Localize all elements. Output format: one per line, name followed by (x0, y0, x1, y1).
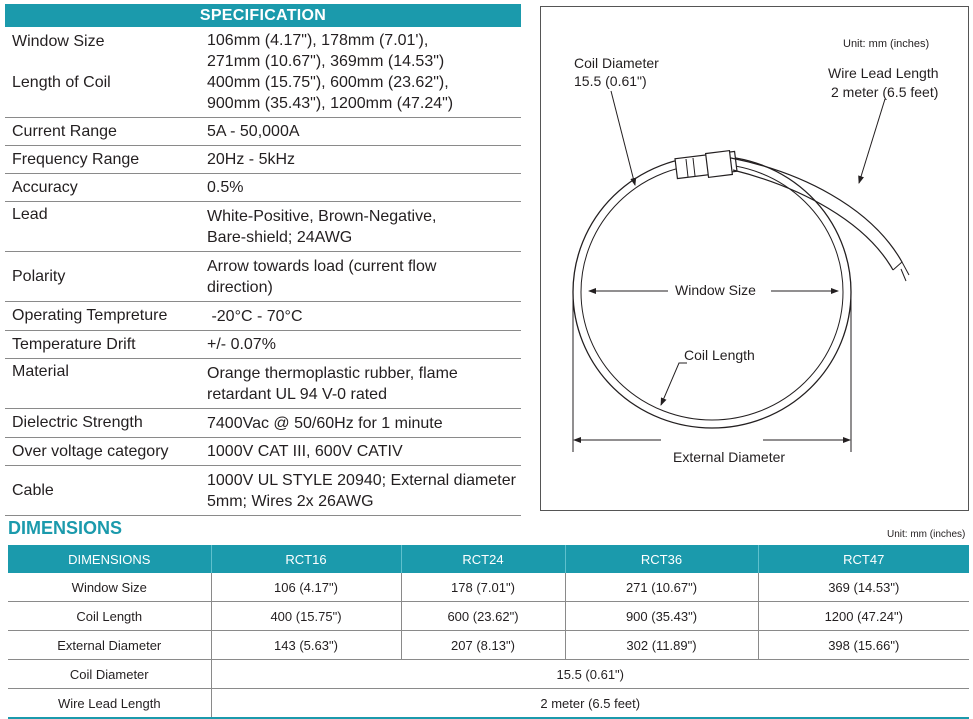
spec-value: +/- 0.07% (207, 336, 276, 353)
cell-spanning: 2 meter (6.5 feet) (210, 688, 969, 719)
cell: 207 (8.13") (400, 630, 565, 660)
cell: 900 (35.43") (564, 601, 758, 631)
header-cell: RCT24 (400, 545, 565, 573)
cell: 178 (7.01") (400, 573, 565, 602)
coil-length-label: Coil Length (684, 347, 755, 363)
spec-label-length-of-coil: Length of Coil (12, 74, 111, 91)
spec-label: Material (12, 363, 69, 380)
spec-label: Frequency Range (12, 150, 140, 168)
spec-label: Polarity (12, 267, 66, 285)
specification-table: SPECIFICATION Window Size Length of Coil… (5, 4, 521, 516)
spec-row-current-range: Current Range 5A - 50,000A (5, 118, 521, 146)
specification-title: SPECIFICATION (5, 4, 521, 27)
header-cell: RCT16 (210, 545, 401, 573)
dimensions-unit: Unit: mm (inches) (887, 529, 966, 540)
table-row: External Diameter 143 (5.63") 207 (8.13"… (8, 630, 969, 660)
spec-label: Over voltage category (12, 442, 169, 460)
spec-label: Operating Tempreture (12, 307, 168, 324)
dimensions-header-row: DIMENSIONS RCT16 RCT24 RCT36 RCT47 (8, 545, 969, 573)
table-row: Window Size 106 (4.17") 178 (7.01") 271 … (8, 573, 969, 602)
spec-row-over-voltage-category: Over voltage category 1000V CAT III, 600… (5, 438, 521, 466)
spec-value: 1000V CAT III, 600V CATIV (207, 443, 403, 460)
spec-value: 1000V UL STYLE 20940; External diameter … (207, 471, 516, 510)
coil-connector (674, 149, 738, 180)
spec-row-temperature-drift: Temperature Drift +/- 0.07% (5, 331, 521, 359)
dimensions-table: DIMENSIONS RCT16 RCT24 RCT36 RCT47 Windo… (8, 545, 969, 719)
coil-diagram: Unit: mm (inches) Coil Diameter 15.5 (0.… (540, 6, 969, 511)
spec-label: Lead (12, 206, 48, 223)
spec-row-window-size: Window Size Length of Coil 106mm (4.17")… (5, 27, 521, 118)
spec-value: Arrow towards load (current flow directi… (207, 257, 437, 296)
table-row: Wire Lead Length 2 meter (6.5 feet) (8, 688, 969, 719)
row-label: Wire Lead Length (8, 688, 211, 719)
coil-diameter-value: 15.5 (0.61") (574, 73, 647, 89)
header-cell: RCT47 (757, 545, 969, 573)
header-cell: DIMENSIONS (8, 545, 211, 573)
coil-length-leader (660, 362, 687, 406)
row-label: Coil Diameter (8, 659, 211, 689)
spec-value: 5A - 50,000A (207, 123, 300, 140)
spec-value: 20Hz - 5kHz (207, 151, 296, 168)
wire-lead-end (892, 261, 910, 282)
spec-row-polarity: Polarity Arrow towards load (current flo… (5, 252, 521, 302)
cell: 1200 (47.24") (757, 601, 969, 631)
table-row: Coil Length 400 (15.75") 600 (23.62") 90… (8, 601, 969, 631)
spec-value: -20°C - 70°C (207, 307, 303, 325)
wire-lead-lower (732, 169, 894, 271)
spec-label: Temperature Drift (12, 335, 136, 353)
cell: 302 (11.89") (564, 630, 758, 660)
cell-spanning: 15.5 (0.61") (210, 659, 969, 689)
spec-value: Orange thermoplastic rubber, flame retar… (207, 364, 458, 403)
spec-row-lead: Lead White-Positive, Brown-Negative, Bar… (5, 202, 521, 252)
spec-label: Current Range (12, 122, 117, 140)
spec-row-dielectric-strength: Dielectric Strength 7400Vac @ 50/60Hz fo… (5, 409, 521, 438)
spec-value: White-Positive, Brown-Negative, Bare-shi… (207, 207, 437, 246)
table-row: Coil Diameter 15.5 (0.61") (8, 659, 969, 689)
cell: 600 (23.62") (400, 601, 565, 631)
spec-value: 7400Vac @ 50/60Hz for 1 minute (207, 414, 443, 432)
spec-row-material: Material Orange thermoplastic rubber, fl… (5, 359, 521, 409)
diagram-unit: Unit: mm (inches) (843, 38, 930, 50)
cell: 400 (15.75") (210, 601, 401, 631)
row-label: Coil Length (8, 601, 211, 631)
spec-value: 0.5% (207, 179, 244, 196)
dimensions-title: DIMENSIONS (8, 518, 123, 538)
spec-label: Dielectric Strength (12, 414, 143, 431)
wire-lead-upper (730, 157, 903, 263)
window-size-label: Window Size (675, 282, 756, 298)
spec-label: Accuracy (12, 178, 78, 196)
cell: 271 (10.67") (564, 573, 758, 602)
coil-diameter-label: Coil Diameter (574, 55, 659, 71)
cell: 143 (5.63") (210, 630, 401, 660)
row-label: External Diameter (8, 630, 211, 660)
spec-label: Cable (12, 481, 54, 499)
header-cell: RCT36 (564, 545, 758, 573)
spec-row-operating-temperature: Operating Tempreture -20°C - 70°C (5, 302, 521, 331)
spec-row-frequency-range: Frequency Range 20Hz - 5kHz (5, 146, 521, 174)
wire-lead-length-label: Wire Lead Length (828, 65, 939, 81)
coil-drawing (572, 90, 910, 452)
spec-value-window-size: 106mm (4.17"), 178mm (7.01'), 271mm (10.… (207, 32, 454, 112)
external-diameter-label: External Diameter (673, 449, 786, 465)
spec-row-accuracy: Accuracy 0.5% (5, 174, 521, 202)
wire-lead-leader (858, 98, 886, 184)
spec-label-window-size: Window Size (12, 33, 105, 50)
spec-row-cable: Cable 1000V UL STYLE 20940; External dia… (5, 466, 521, 516)
cell: 369 (14.53") (757, 573, 969, 602)
cell: 398 (15.66") (757, 630, 969, 660)
wire-lead-length-value: 2 meter (6.5 feet) (831, 84, 939, 100)
coil-diameter-leader (610, 90, 637, 186)
row-label: Window Size (8, 573, 211, 602)
cell: 106 (4.17") (210, 573, 401, 602)
